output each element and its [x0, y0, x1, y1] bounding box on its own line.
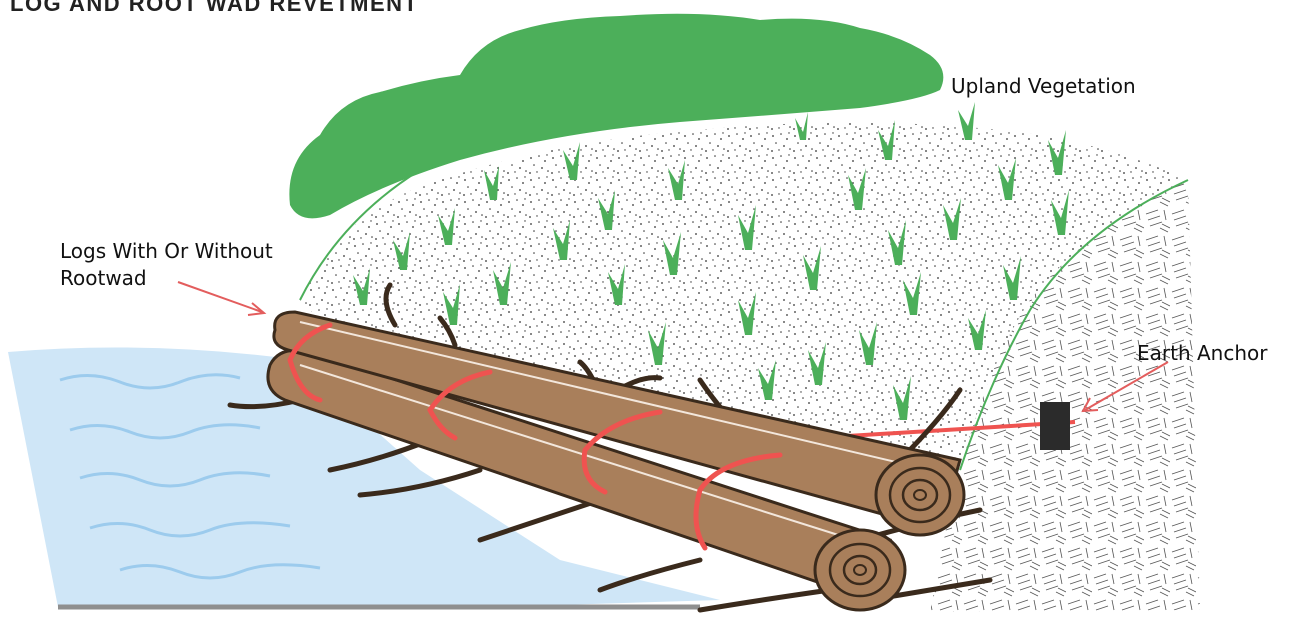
label-logs: Logs With Or Without Rootwad — [60, 238, 273, 292]
label-logs-line1: Logs With Or Without — [60, 238, 273, 265]
label-logs-line2: Rootwad — [60, 265, 273, 292]
diagram-title: LOG AND ROOT WAD REVETMENT — [10, 0, 419, 17]
label-earth-anchor: Earth Anchor — [1137, 340, 1267, 367]
log-end-lower — [815, 530, 905, 610]
earth-anchor — [1040, 402, 1070, 450]
label-upland-vegetation: Upland Vegetation — [951, 73, 1136, 100]
